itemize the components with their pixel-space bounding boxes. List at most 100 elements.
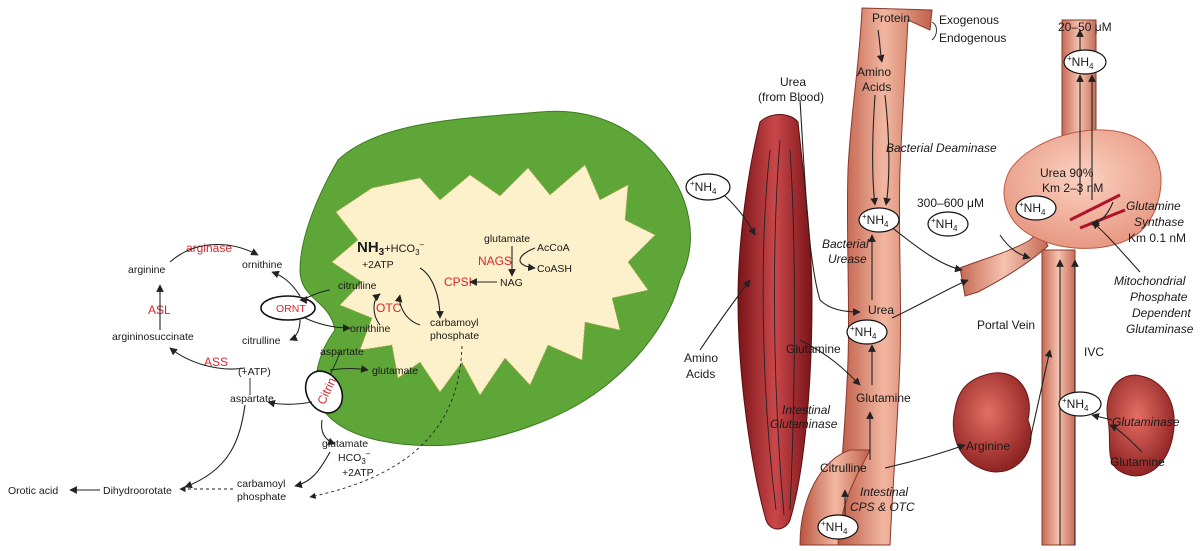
mitochondrion-inner-matrix: [331, 164, 656, 396]
arrow-ornithine-import: [304, 317, 351, 332]
arrow-aa-to-nh4: [870, 94, 878, 206]
nh4-intestine-bottom-bubble: +NH4: [817, 514, 859, 540]
label-km-urea: Km 2–3 nM: [1042, 181, 1103, 195]
muscle: [737, 114, 813, 530]
arrow-to-cp-cyto: [294, 451, 331, 489]
label-urea-intestine: Urea: [868, 303, 894, 317]
muscle-fiber-3: [789, 149, 795, 511]
label-citrulline-intestine: Citrulline: [820, 461, 867, 475]
arrow-nh3-to-cp: [419, 267, 444, 319]
svg-text:+NH4: +NH4: [1062, 396, 1089, 413]
right-labels: Protein Exogenous Endogenous Amino Acids…: [684, 11, 1194, 514]
label-glutamate2-mito: glutamate: [372, 365, 418, 377]
label-exogenous: Exogenous: [939, 13, 999, 27]
label-orotic-acid: Orotic acid: [8, 485, 58, 497]
svg-text:+NH4: +NH4: [1019, 200, 1046, 217]
label-2atp-mito: +2ATP: [362, 259, 394, 271]
portal-vein-body: [959, 229, 1049, 297]
arrow-accoa-coash: [519, 247, 536, 272]
label-dihydroorotate: Dihydroorotate: [103, 485, 172, 497]
label-coash: CoASH: [537, 263, 572, 275]
label-phosphate-cyto: phosphate: [237, 491, 286, 503]
svg-text:+NH4: +NH4: [690, 179, 717, 196]
label-carbamoyl-mito: carbamoyl: [430, 317, 478, 329]
label-phosphate-mito: phosphate: [430, 330, 479, 342]
liver-zone-line-1: [1069, 193, 1121, 222]
label-endogenous: Endogenous: [939, 31, 1006, 45]
arrow-arginine-ivc: [1029, 349, 1053, 441]
kidney-left: [952, 372, 1032, 473]
label-citrulline-cyto: citrulline: [242, 335, 281, 347]
label-mpdg-3: Dependent: [1132, 306, 1191, 320]
intestine-lower-loop: [799, 449, 871, 546]
arrow-urea-blood: [799, 99, 861, 316]
muscle-fiber-2: [773, 139, 785, 516]
cytosol-pyrimidine: glutamate HCO3– +2ATP carbamoyl phosphat…: [8, 404, 374, 503]
label-arginine-kidney: Arginine: [966, 439, 1010, 453]
label-glutamine-mid: Glutamine: [786, 342, 841, 356]
label-ornithine-mito: ornithine: [350, 323, 390, 335]
label-mpdg-2: Phosphate: [1130, 290, 1188, 304]
svg-text:+NH4: +NH4: [821, 519, 848, 536]
nh4-liver-bubble: +NH4: [1015, 195, 1057, 221]
arrow-citrulline-kidney: [884, 443, 966, 469]
urea-cycle: arginine arginase ornithine ASL arginino…: [112, 241, 369, 445]
label-urea-90: Urea 90%: [1040, 166, 1094, 180]
arrow-nh4-muscle: [723, 194, 756, 236]
arrow-citrulline-export: [289, 319, 301, 341]
svg-text:+NH4: +NH4: [862, 212, 889, 229]
label-urea-blood-1: Urea: [780, 75, 806, 89]
label-atp: (+ATP): [238, 366, 271, 378]
intestine-body: [835, 7, 933, 546]
portal-vein: [959, 229, 1049, 297]
label-gs-1: Glutamine: [1126, 199, 1181, 213]
label-citrulline-mito: citrulline: [338, 280, 377, 292]
label-ornt: ORNT: [276, 303, 306, 315]
label-conc-top: 20–50 μM: [1058, 20, 1112, 34]
arrow-protein-aa: [876, 29, 885, 63]
label-arginine: arginine: [128, 264, 166, 276]
muscle-fiber-1: [762, 149, 777, 511]
label-cpsi: CPSI: [444, 275, 472, 289]
hepatic-vein-body: [1061, 19, 1097, 141]
arrow-aspartate-to-dho: [184, 404, 246, 489]
label-2atp-cyto: +2ATP: [342, 467, 374, 479]
arrow-citrin-glutamate-in: [321, 419, 336, 445]
arrow-kidney-glutamine: [1109, 424, 1143, 453]
kidneys: [952, 372, 1175, 477]
arrow-ornithine-export: [271, 270, 301, 297]
label-glutaminase-kidney: Glutaminase: [1112, 415, 1180, 429]
label-bacterial-urease-2: Urease: [828, 252, 867, 266]
label-amino-acids-muscle-2: Acids: [686, 367, 715, 381]
label-intestinal-cps-2: CPS & OTC: [850, 500, 915, 514]
arrow-citrin-aspartate: [267, 399, 313, 408]
label-portal-vein: Portal Vein: [977, 318, 1035, 332]
nh4-bubbles: +NH4 +NH4 +NH4 +NH4 +NH4 +NH4 +NH4 +NH4: [685, 49, 1107, 540]
label-intestinal-glutaminase-1: Intestinal: [782, 403, 830, 417]
label-glutamate-cyto: glutamate: [322, 438, 368, 450]
label-aspartate-cyto: aspartate: [230, 393, 274, 405]
mitochondrion: [299, 110, 691, 447]
intestine: [799, 7, 933, 546]
label-accoa: AcCoA: [537, 242, 570, 254]
arrow-orn-to-citrulline: [372, 293, 381, 326]
nh4-muscle-bubble: +NH4: [685, 173, 731, 201]
arrow-ass: [169, 347, 246, 370]
brace-exo-endo: [931, 21, 937, 41]
arrow-cp-to-citrulline: [394, 294, 421, 326]
line-aspartate-citrin: [329, 351, 341, 376]
label-urea-blood-2: (from Blood): [758, 90, 824, 104]
label-carbamoyl-cyto: carbamoyl: [237, 478, 285, 490]
ivc-vessel: [1041, 19, 1097, 546]
arrow-cp-leak: [309, 345, 463, 499]
label-amino-acids-top-1: Amino: [857, 65, 891, 79]
arrow-arginase: [169, 243, 259, 263]
arrow-conc-portal: [999, 234, 1031, 260]
label-amino-acids-muscle-1: Amino: [684, 351, 718, 365]
label-amino-acids-top-2: Acids: [862, 80, 891, 94]
arrow-mpdg-liver: [1091, 221, 1141, 273]
label-ornithine-cyto: ornithine: [242, 259, 282, 271]
nh4-intestine-mid-bubble: +NH4: [846, 319, 888, 345]
label-aspartate-mito: aspartate: [320, 346, 364, 358]
